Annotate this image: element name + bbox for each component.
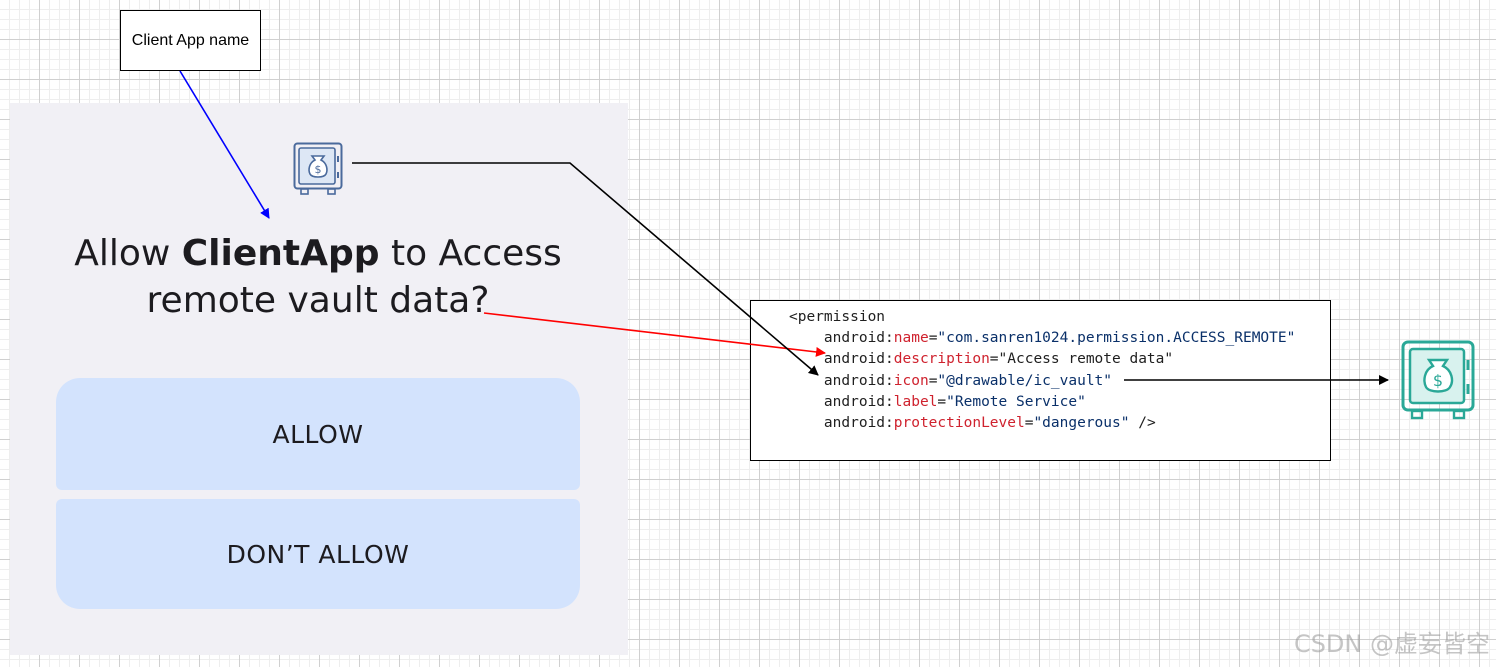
code-indent (789, 415, 824, 431)
code-indent (789, 351, 824, 367)
watermark: CSDN @虚妄皆空 (1293, 630, 1490, 658)
allow-button-label: ALLOW (272, 419, 364, 449)
code-value-icon: "@drawable/ic_vault" (937, 372, 1113, 389)
code-attr-description: description (893, 351, 990, 368)
code-attr-protection-level: protectionLevel (893, 415, 1025, 432)
client-app-name-text: Client App name (131, 31, 250, 49)
code-attr-name: name (893, 330, 929, 347)
dont-allow-button-label: DON’T ALLOW (226, 539, 410, 569)
title-app-name: ClientApp (181, 233, 380, 274)
code-ns: android: (823, 372, 894, 389)
code-ns: android: (823, 415, 894, 432)
code-open-tag: <permission (789, 309, 886, 325)
code-ns: android: (823, 351, 894, 368)
code-attr-label: label (893, 393, 938, 410)
permission-code: <permission android:name="com.sanren1024… (789, 309, 1296, 432)
permission-code-box: <permission android:name="com.sanren1024… (750, 300, 1331, 461)
code-value-name: "com.sanren1024.permission.ACCESS_REMOTE… (937, 330, 1296, 347)
title-prefix: Allow (74, 233, 182, 274)
code-ns: android: (823, 330, 894, 347)
vault-icon-teal: $ (1401, 340, 1475, 420)
code-close-tag: /> (1129, 415, 1156, 432)
svg-text:$: $ (315, 163, 322, 176)
code-ns: android: (823, 393, 894, 410)
vault-icon: $ (293, 142, 343, 195)
code-indent (789, 330, 824, 346)
client-app-name-label: Client App name (120, 10, 261, 71)
dialog-title: Allow ClientApp to Access remote vault d… (40, 230, 596, 324)
dont-allow-button[interactable]: DON’T ALLOW (56, 499, 580, 609)
svg-text:$: $ (1433, 371, 1443, 390)
code-attr-icon: icon (893, 372, 929, 389)
code-indent (789, 394, 824, 410)
allow-button[interactable]: ALLOW (56, 378, 580, 490)
code-indent (789, 373, 824, 389)
code-value-label: "Remote Service" (946, 393, 1086, 410)
code-value-description: "Access remote data" (998, 351, 1174, 368)
code-value-protection-level: "dangerous" (1033, 415, 1130, 432)
